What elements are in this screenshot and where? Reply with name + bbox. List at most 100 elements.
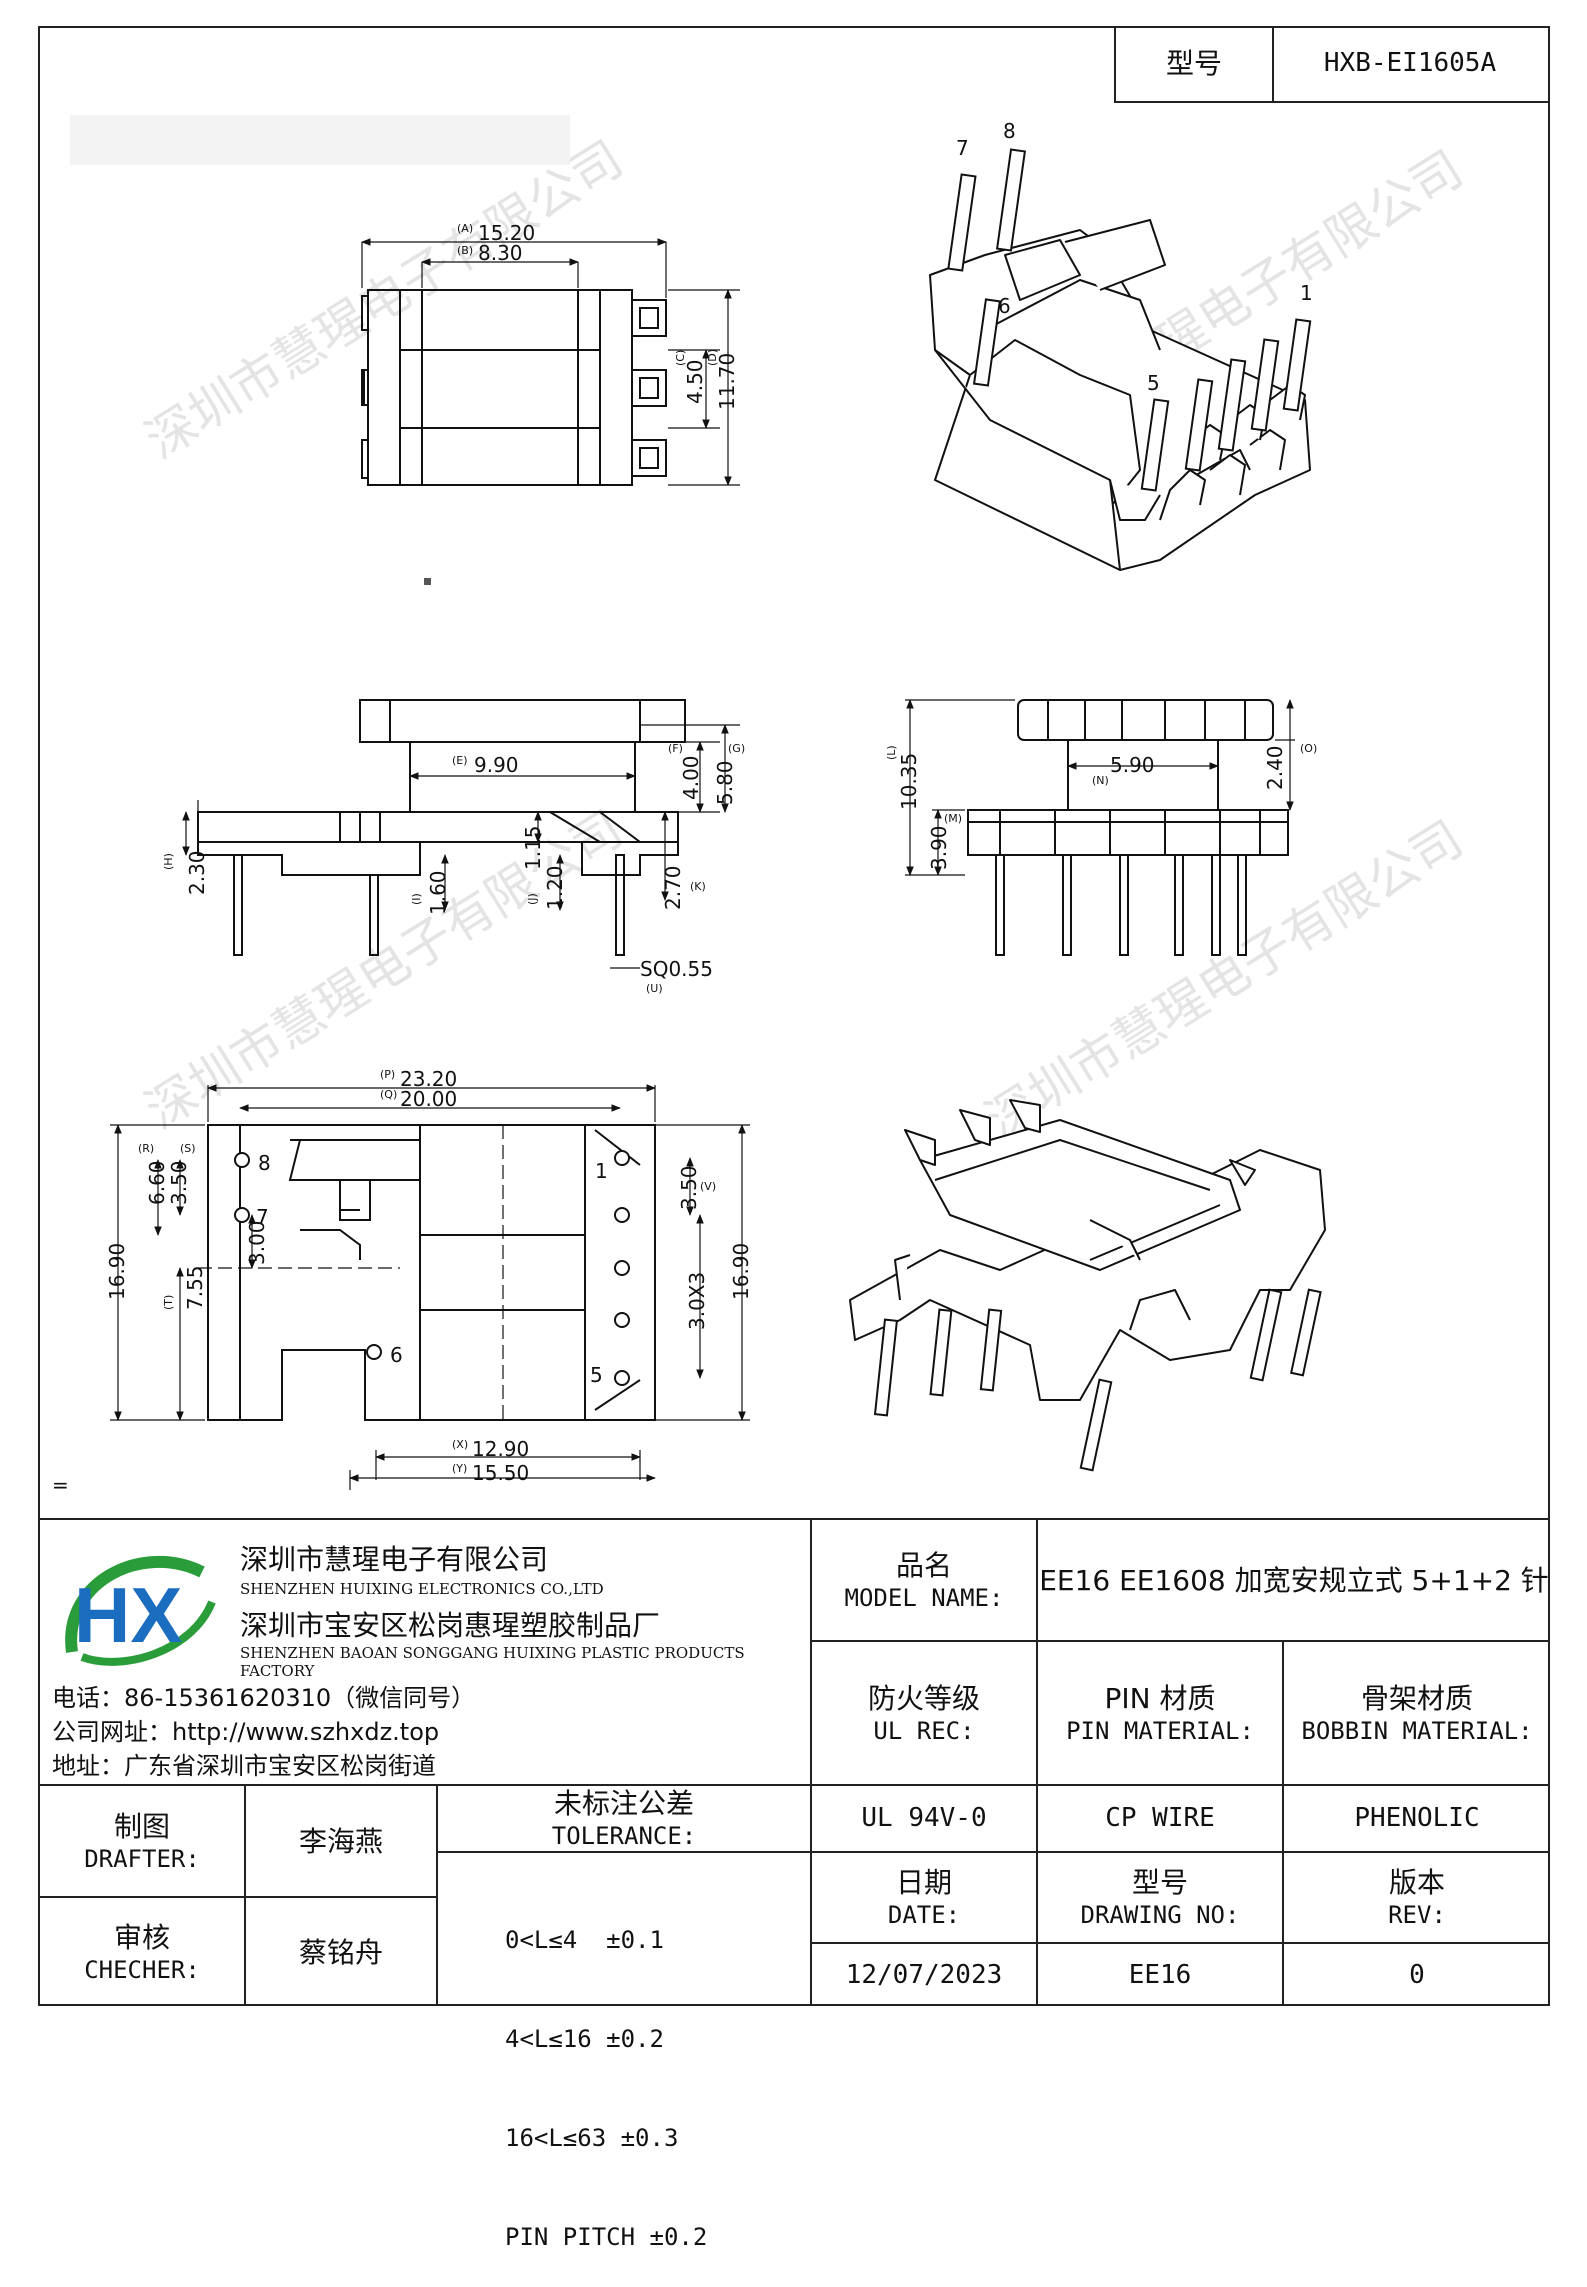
date-label-cell: 日期 DATE: (812, 1853, 1036, 1942)
pin-label-5: 5 (1147, 371, 1160, 395)
model-label-cell: 型号 (1114, 26, 1274, 103)
dim-value-k: 2.70 (661, 865, 685, 910)
bobbin-material-en: BOBBIN MATERIAL: (1301, 1716, 1533, 1745)
dim-label-g: (G) (728, 742, 745, 755)
bottom-pin-8: 8 (258, 1151, 271, 1175)
company-name-en: SHENZHEN HUIXING ELECTRONICS CO.,LTD (240, 1580, 604, 1598)
dim-label-l: (L) (885, 745, 898, 760)
dim-value-c: 4.50 (683, 359, 707, 404)
dim-label-q: (Q) (380, 1088, 397, 1101)
watermarks: 深圳市慧瑆电子有限公司 深圳市慧瑆电子有限公司 深圳市慧瑆电子有限公司 深圳市慧… (136, 130, 1473, 1151)
dim-label-u: (U) (646, 982, 663, 995)
pin-material-cn: PIN 材质 (1104, 1681, 1216, 1715)
model-label: 型号 (1165, 47, 1222, 80)
checker-label-cell: 审核 CHECHER: (40, 1898, 244, 2006)
model-value: HXB-EI1605A (1323, 48, 1497, 79)
dim-value-x: 12.90 (472, 1437, 529, 1461)
dim-value-pin-gap: 1.15 (521, 825, 545, 870)
tolerance-line-3: 16<L≤63 ±0.3 (505, 2124, 679, 2152)
dim-label-t: (T) (162, 1295, 175, 1310)
drawing-en: DRAWING NO: (1080, 1901, 1240, 1929)
pin-label-8: 8 (1003, 119, 1016, 143)
title-vline-2 (1036, 1518, 1038, 2006)
dim-label-k: (K) (690, 880, 706, 893)
bottom-view (207, 1124, 656, 1421)
model-name-value-cell: EE16 EE1608 加宽安规立式 5+1+2 针 (1038, 1520, 1550, 1640)
dim-value-e: 9.90 (474, 753, 519, 777)
dim-value-a: 15.20 (478, 221, 535, 245)
bobbin-value: PHENOLIC (1354, 1803, 1480, 1834)
dim-label-c: (C) (674, 350, 687, 366)
top-view (361, 289, 667, 486)
dim-label-y: (Y) (452, 1462, 467, 1475)
date-cn: 日期 (895, 1866, 952, 1899)
watermark-1: 深圳市慧瑆电子有限公司 (136, 130, 633, 471)
dim-value-h: 2.30 (185, 850, 209, 895)
dim-label-x: (X) (452, 1438, 468, 1451)
company-website[interactable]: 公司网址：http://www.szhxdz.top (52, 1718, 440, 1746)
bottom-view-holes (234, 1150, 630, 1386)
bobbin-material-cn: 骨架材质 (1360, 1681, 1473, 1715)
tolerance-line-1: 0<L≤4 ±0.1 (505, 1926, 664, 1954)
bobbin-value-cell: PHENOLIC (1284, 1786, 1550, 1851)
dim-value-left-height: 16.90 (105, 1243, 129, 1300)
watermark-4: 深圳市慧瑆电子有限公司 (976, 810, 1473, 1151)
top-view-dims (361, 238, 740, 486)
tolerance-cn: 未标注公差 (553, 1787, 694, 1820)
dim-value-small: 3.00 (245, 1220, 269, 1265)
title-vline-5 (436, 1784, 438, 2006)
dim-value-w: 3.0X3 (685, 1272, 709, 1330)
dim-label-b: (B) (457, 244, 473, 257)
drafter-label-cell: 制图 DRAFTER: (40, 1786, 244, 1896)
factory-name-cn: 深圳市宝安区松岗惠瑆塑胶制品厂 (240, 1609, 661, 1642)
title-line-6 (810, 1942, 1550, 1944)
dim-value-f: 4.00 (679, 755, 703, 800)
iso-view-top (929, 219, 1311, 571)
dim-label-v: (V) (700, 1180, 716, 1193)
title-vline-3 (1282, 1640, 1284, 2006)
dim-label-s: (S) (180, 1142, 196, 1155)
dim-value-q: 20.00 (400, 1087, 457, 1111)
drafter-name: 李海燕 (298, 1824, 383, 1858)
rev-cn: 版本 (1388, 1866, 1445, 1899)
dim-label-f: (F) (668, 742, 683, 755)
dim-value-v: 3.50 (677, 1165, 701, 1210)
title-vline-4 (244, 1784, 246, 2006)
bottom-pin-1: 1 (595, 1159, 608, 1183)
dim-label-e: (E) (452, 754, 468, 767)
bottom-pin-5: 5 (590, 1363, 603, 1387)
title-line-2 (810, 1640, 1550, 1642)
drawing-cn: 型号 (1131, 1866, 1188, 1899)
date-value-cell: 12/07/2023 (812, 1944, 1036, 2006)
dim-label-n: (N) (1092, 774, 1109, 787)
drafter-en: DRAFTER: (84, 1844, 200, 1873)
title-line-4 (436, 1851, 1550, 1853)
model-value-cell: HXB-EI1605A (1272, 26, 1550, 103)
factory-name-en: SHENZHEN BAOAN SONGGANG HUIXING PLASTIC … (240, 1644, 745, 1680)
dim-value-m: 3.90 (927, 825, 951, 870)
drawing-frame (38, 26, 1550, 2006)
dim-label-i: (I) (410, 893, 423, 905)
faint-block (70, 115, 570, 165)
ul-value: UL 94V-0 (861, 1803, 987, 1834)
checker-name-cell: 蔡铭舟 (246, 1898, 436, 2006)
model-name-label-cell: 品名 MODEL NAME: (812, 1520, 1036, 1640)
company-name-cn: 深圳市慧瑆电子有限公司 (240, 1543, 549, 1576)
tolerance-label-cell: 未标注公差 TOLERANCE: (438, 1786, 810, 1851)
dim-label-j: (J) (526, 893, 539, 905)
bobbin-material-label-cell: 骨架材质 BOBBIN MATERIAL: (1284, 1642, 1550, 1784)
ul-rec-en: UL REC: (873, 1716, 975, 1745)
company-info: HX 深圳市慧瑆电子有限公司 SHENZHEN HUIXING ELECTRON… (40, 1520, 810, 1784)
iso-view-bottom (849, 1099, 1326, 1401)
dim-value-b: 8.30 (478, 241, 523, 265)
front-view-dims (905, 699, 1295, 876)
dim-value-right-height: 16.90 (729, 1243, 753, 1300)
dim-value-g: 5.80 (713, 760, 737, 805)
title-line-5 (38, 1896, 436, 1898)
technical-drawing: 深圳市慧瑆电子有限公司 深圳市慧瑆电子有限公司 深圳市慧瑆电子有限公司 深圳市慧… (52, 115, 1473, 1497)
model-name-en: MODEL NAME: (844, 1583, 1004, 1612)
drafter-name-cell: 李海燕 (246, 1786, 436, 1896)
pin-material-en: PIN MATERIAL: (1066, 1716, 1254, 1745)
drafter-cn: 制图 (113, 1809, 170, 1843)
dim-value-l: 10.35 (897, 753, 921, 810)
